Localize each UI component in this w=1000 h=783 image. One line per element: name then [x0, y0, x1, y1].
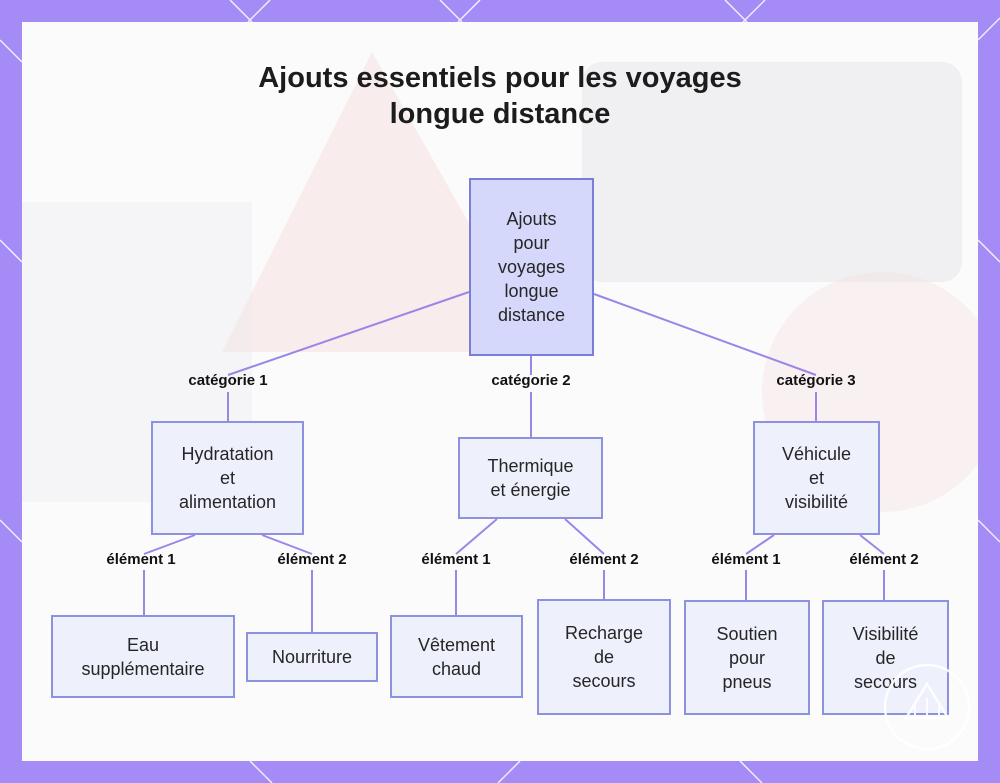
category-3-label: Véhicule et visibilité: [781, 444, 852, 512]
cat2-item1-edge-label: élément 1: [421, 551, 491, 568]
category-node-thermique: Thermique et énergie: [458, 437, 603, 519]
item-node-recharge: Recharge de secours: [537, 599, 671, 715]
item-node-soutien: Soutien pour pneus: [684, 600, 810, 715]
category-node-vehicule: Véhicule et visibilité: [753, 421, 880, 535]
root-node-label: Ajouts pour voyages longue distance: [497, 209, 566, 325]
edge-root-cat1: [227, 291, 470, 376]
diagram-title: Ajouts essentiels pour les voyages longu…: [0, 60, 1000, 132]
category-node-hydratation: Hydratation et alimentation: [151, 421, 304, 535]
cat3-item1-label: Soutien pour pneus: [716, 623, 778, 692]
category-1-label: Hydratation et alimentation: [178, 444, 277, 512]
cat1-item2-label: Nourriture: [271, 647, 353, 667]
edge-cat2-item1: [455, 518, 498, 555]
cat2-item2-edge-label: élément 2: [569, 551, 639, 568]
cat1-item1-label: Eau supplémentaire: [81, 634, 205, 679]
category-3-edge-label: catégorie 3: [776, 372, 856, 389]
edge-cat3-item1: [745, 534, 775, 555]
watermark-logo-icon: [883, 663, 971, 751]
title-line-2: longue distance: [389, 98, 611, 130]
cat1-item2-edge-label: élément 2: [277, 551, 347, 568]
item-node-nourriture: Nourriture: [246, 632, 378, 682]
category-1-edge-label: catégorie 1: [188, 372, 268, 389]
cat1-item1-edge-label: élément 1: [106, 551, 176, 568]
item-node-eau: Eau supplémentaire: [51, 615, 235, 698]
edge-cat2-item2: [564, 518, 605, 555]
cat3-item1-edge-label: élément 1: [711, 551, 781, 568]
category-2-edge-label: catégorie 2: [491, 372, 571, 389]
item-node-vetement: Vêtement chaud: [390, 615, 523, 698]
edge-root-cat3: [593, 293, 817, 376]
edge-cat1-item2: [261, 534, 313, 555]
cat3-item2-label: Visibilité de secours: [852, 623, 919, 692]
root-node: Ajouts pour voyages longue distance: [469, 178, 594, 356]
category-2-label: Thermique et énergie: [487, 456, 574, 500]
edge-cat1-item1: [143, 534, 196, 555]
cat2-item2-label: Recharge de secours: [564, 623, 644, 691]
edge-cat3-item2: [859, 534, 885, 555]
cat3-item2-edge-label: élément 2: [849, 551, 919, 568]
title-line-1: Ajouts essentiels pour les voyages: [258, 62, 742, 94]
cat2-item1-label: Vêtement chaud: [417, 634, 496, 679]
